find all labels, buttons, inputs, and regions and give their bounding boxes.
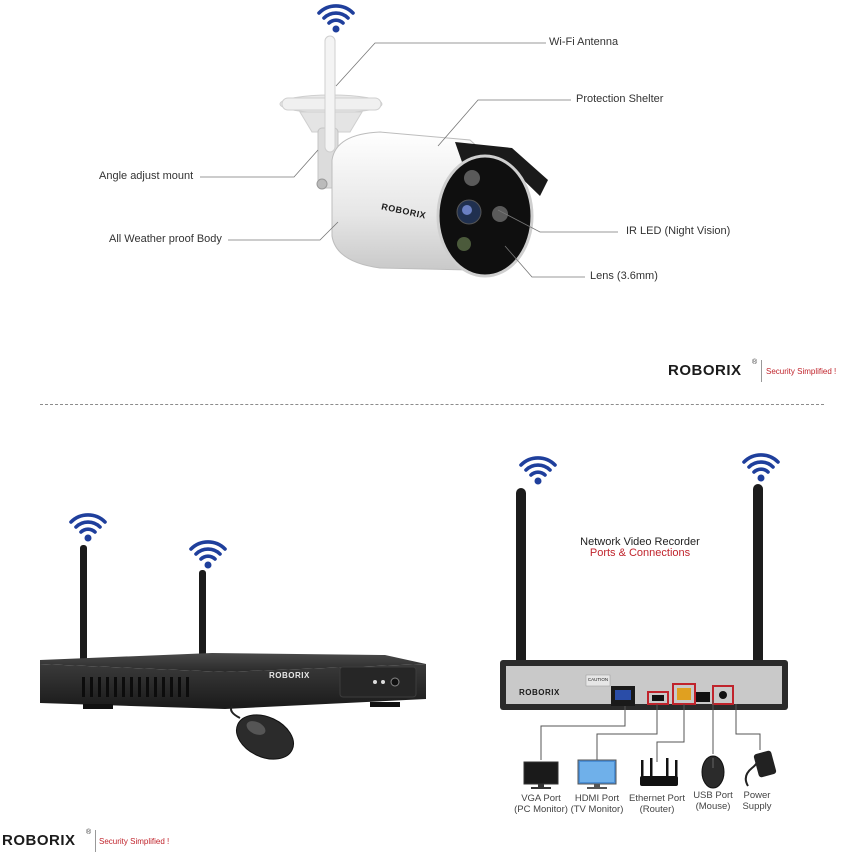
camera-illustration <box>279 35 548 278</box>
port-label-usb: USB Port (Mouse) <box>683 790 743 812</box>
registered-mark-bottom: ® <box>86 829 92 836</box>
port-label-hdmi-line1: HDMI Port <box>574 793 620 804</box>
nvr-rear-illustration <box>500 484 788 710</box>
nvr-front-illustration <box>40 545 426 709</box>
port-label-usb-line2: (Mouse) <box>695 801 731 812</box>
brand-tagline: Security Simplified ! <box>766 367 837 376</box>
port-label-power-line2: Supply <box>742 801 772 812</box>
brand-separator <box>761 360 762 382</box>
mouse-device-icon <box>701 755 725 789</box>
caution-sticker-label: CAUTION <box>587 677 609 682</box>
port-label-ethernet-line2: (Router) <box>639 804 675 815</box>
nvr-rear-wifi-right-icon <box>742 453 780 484</box>
mouse-illustration <box>230 705 294 760</box>
brand-lockup-bottom: ROBORIX ® Security Simplified ! <box>0 829 190 852</box>
nvr-rear-wifi-left-icon <box>519 456 557 487</box>
brand-separator-bottom <box>95 830 96 852</box>
camera-leader-lines <box>200 42 618 278</box>
callout-lens: Lens (3.6mm) <box>590 270 658 282</box>
port-label-vga: VGA Port (PC Monitor) <box>506 793 576 815</box>
nvr-front-logo: ROBORIX <box>269 671 310 680</box>
brand-logo-bottom: ROBORIX <box>2 832 76 849</box>
port-label-power-line1: Power <box>743 790 771 801</box>
port-label-vga-line1: VGA Port <box>521 793 561 804</box>
brand-lockup-top: ROBORIX ® Security Simplified ! <box>668 359 850 382</box>
port-label-vga-line2: (PC Monitor) <box>514 804 568 815</box>
callout-protection-shelter: Protection Shelter <box>576 93 664 105</box>
nvr-front-wifi-right-icon <box>189 540 227 571</box>
port-label-hdmi: HDMI Port (TV Monitor) <box>562 793 632 815</box>
port-label-ethernet: Ethernet Port (Router) <box>622 793 692 815</box>
nvr-title: Network Video Recorder <box>580 536 700 548</box>
port-label-usb-line1: USB Port <box>693 790 733 801</box>
section-divider <box>40 404 824 405</box>
port-label-power: Power Supply <box>730 790 784 812</box>
callout-weather-body: All Weather proof Body <box>109 233 222 245</box>
callout-ir-led: IR LED (Night Vision) <box>626 225 731 237</box>
port-label-hdmi-line2: (TV Monitor) <box>570 804 624 815</box>
nvr-front-wifi-left-icon <box>69 513 107 544</box>
camera-wifi-icon <box>317 4 355 35</box>
brand-tagline-bottom: Security Simplified ! <box>99 837 170 846</box>
nvr-rear-logo: ROBORIX <box>519 688 560 697</box>
monitor-icon <box>523 761 559 789</box>
tv-monitor-icon <box>577 759 617 789</box>
callout-angle-mount: Angle adjust mount <box>99 170 194 182</box>
brand-logo: ROBORIX <box>668 362 742 379</box>
port-connection-lines <box>540 700 761 762</box>
port-label-ethernet-line1: Ethernet Port <box>629 793 685 804</box>
registered-mark: ® <box>752 359 758 366</box>
power-adapter-icon <box>744 750 777 787</box>
nvr-subtitle: Ports & Connections <box>589 547 691 559</box>
callout-wifi-antenna: Wi-Fi Antenna <box>549 36 619 48</box>
router-icon <box>640 758 678 786</box>
